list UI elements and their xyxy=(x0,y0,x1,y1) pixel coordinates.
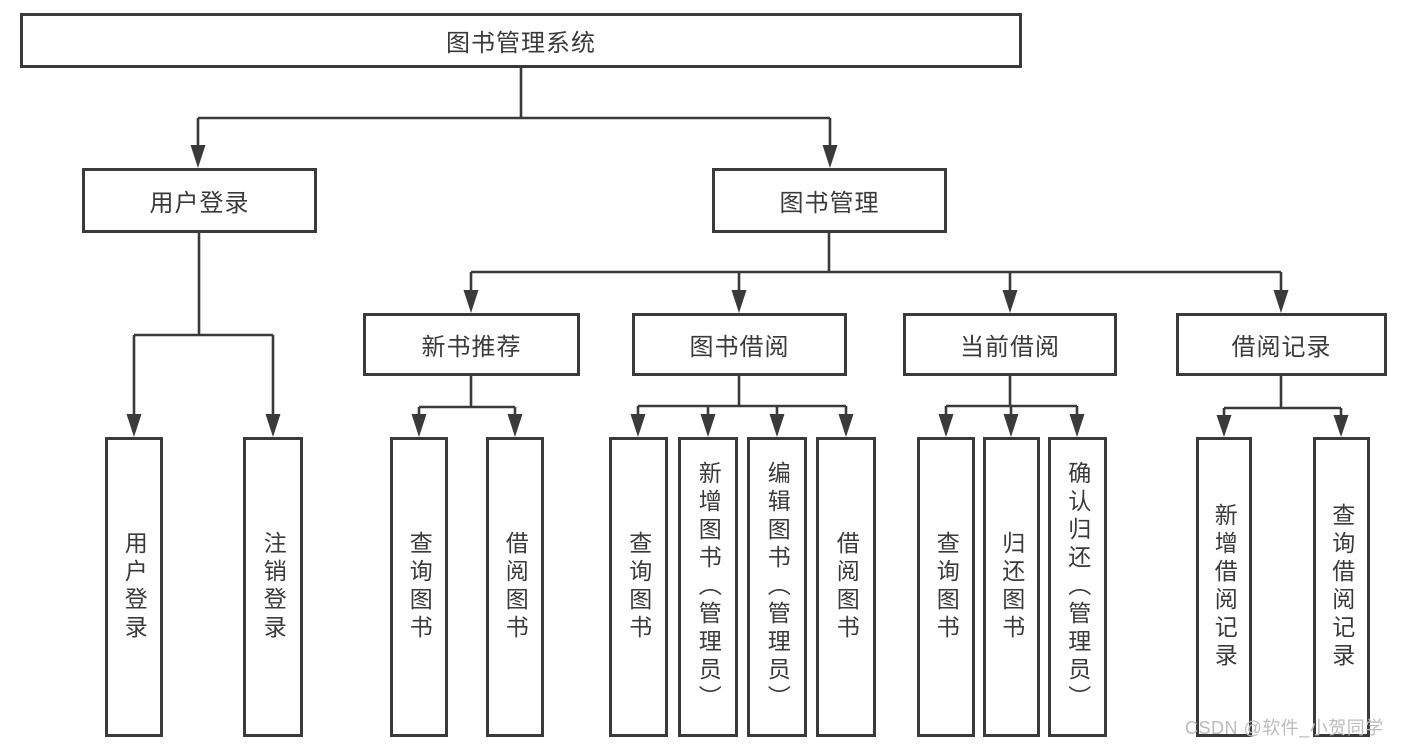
csdn-watermark: CSDN @软件_小贺同学 xyxy=(1185,718,1384,738)
leaf-label: 编辑图书（管理员） xyxy=(764,461,791,713)
node-leaf-add-book-admin: 新增图书（管理员） xyxy=(678,437,738,737)
node-book-management-label: 图书管理 xyxy=(779,190,880,217)
arrowhead xyxy=(1002,290,1018,313)
arrowhead xyxy=(630,414,646,437)
node-leaf-query-books-3: 查询图书 xyxy=(917,437,975,737)
node-book-management: 图书管理 xyxy=(712,168,947,233)
node-current-borrow-label: 当前借阅 xyxy=(960,334,1060,361)
arrowhead xyxy=(463,290,479,313)
edge-line xyxy=(132,233,275,415)
leaf-label: 借阅图书 xyxy=(502,531,529,643)
arrowhead xyxy=(507,414,523,437)
node-user-login-label: 用户登录 xyxy=(149,190,250,217)
arrowhead xyxy=(938,414,954,437)
arrowhead xyxy=(411,414,427,437)
leaf-label: 注销登录 xyxy=(260,531,287,643)
node-borrow-records-label: 借阅记录 xyxy=(1231,334,1332,361)
leaf-label: 新增图书（管理员） xyxy=(695,461,722,713)
edge-line xyxy=(944,376,1079,415)
arrowhead xyxy=(1273,290,1289,313)
node-user-login: 用户登录 xyxy=(82,168,317,233)
node-leaf-borrow-books-1: 借阅图书 xyxy=(486,437,544,737)
leaf-label: 查询借阅记录 xyxy=(1328,503,1355,671)
leaf-label: 用户登录 xyxy=(121,531,148,643)
edges-current-borrow xyxy=(938,376,1085,437)
node-leaf-borrow-books-2: 借阅图书 xyxy=(816,437,876,737)
edges-new-book-recommend xyxy=(411,376,523,437)
node-leaf-edit-book-admin: 编辑图书（管理员） xyxy=(747,437,807,737)
node-leaf-user-login: 用户登录 xyxy=(105,437,163,737)
node-leaf-logout: 注销登录 xyxy=(243,437,303,737)
arrowhead xyxy=(700,414,716,437)
arrowhead xyxy=(769,414,785,437)
node-leaf-add-borrow-record: 新增借阅记录 xyxy=(1196,437,1252,737)
leaf-label: 确认归还（管理员） xyxy=(1064,461,1091,713)
node-leaf-query-books-2: 查询图书 xyxy=(609,437,668,737)
node-book-borrow: 图书借阅 xyxy=(632,313,847,376)
node-leaf-query-borrow-record: 查询借阅记录 xyxy=(1313,437,1370,737)
edge-line xyxy=(196,68,832,146)
node-leaf-confirm-return-admin: 确认归还（管理员） xyxy=(1048,437,1107,737)
edge-line xyxy=(1222,376,1343,416)
node-leaf-return-book: 归还图书 xyxy=(983,437,1040,737)
edge-line xyxy=(636,376,848,415)
leaf-label: 借阅图书 xyxy=(833,531,860,643)
leaf-label: 新增借阅记录 xyxy=(1211,503,1238,671)
arrowhead xyxy=(822,145,838,168)
leaf-label: 查询图书 xyxy=(933,531,960,643)
arrowhead xyxy=(731,290,747,313)
node-current-borrow: 当前借阅 xyxy=(903,313,1117,376)
node-root-label: 图书管理系统 xyxy=(446,30,596,57)
arrowhead xyxy=(190,145,206,168)
node-book-borrow-label: 图书借阅 xyxy=(689,334,790,361)
node-new-book-recommend-label: 新书推荐 xyxy=(421,334,522,361)
arrowhead xyxy=(1216,415,1232,437)
node-borrow-records: 借阅记录 xyxy=(1176,313,1387,376)
node-leaf-query-books-1: 查询图书 xyxy=(390,437,448,737)
edge-line xyxy=(469,233,1283,291)
arrowhead xyxy=(1003,414,1019,437)
arrowhead xyxy=(838,414,854,437)
edge-line xyxy=(417,376,517,415)
edges-book-borrow xyxy=(630,376,854,437)
arrowhead xyxy=(126,414,142,437)
leaf-label: 查询图书 xyxy=(625,531,652,643)
leaf-label: 归还图书 xyxy=(998,531,1025,643)
node-root: 图书管理系统 xyxy=(20,13,1022,68)
node-new-book-recommend: 新书推荐 xyxy=(363,313,580,376)
arrowhead xyxy=(265,414,281,437)
arrowhead xyxy=(1333,415,1349,437)
edges-root-to-level2 xyxy=(190,68,838,168)
arrowhead xyxy=(1069,414,1085,437)
edges-user-login xyxy=(126,233,281,437)
leaf-label: 查询图书 xyxy=(406,531,433,643)
edges-book-management xyxy=(463,233,1289,313)
edges-borrow-records xyxy=(1216,376,1349,437)
